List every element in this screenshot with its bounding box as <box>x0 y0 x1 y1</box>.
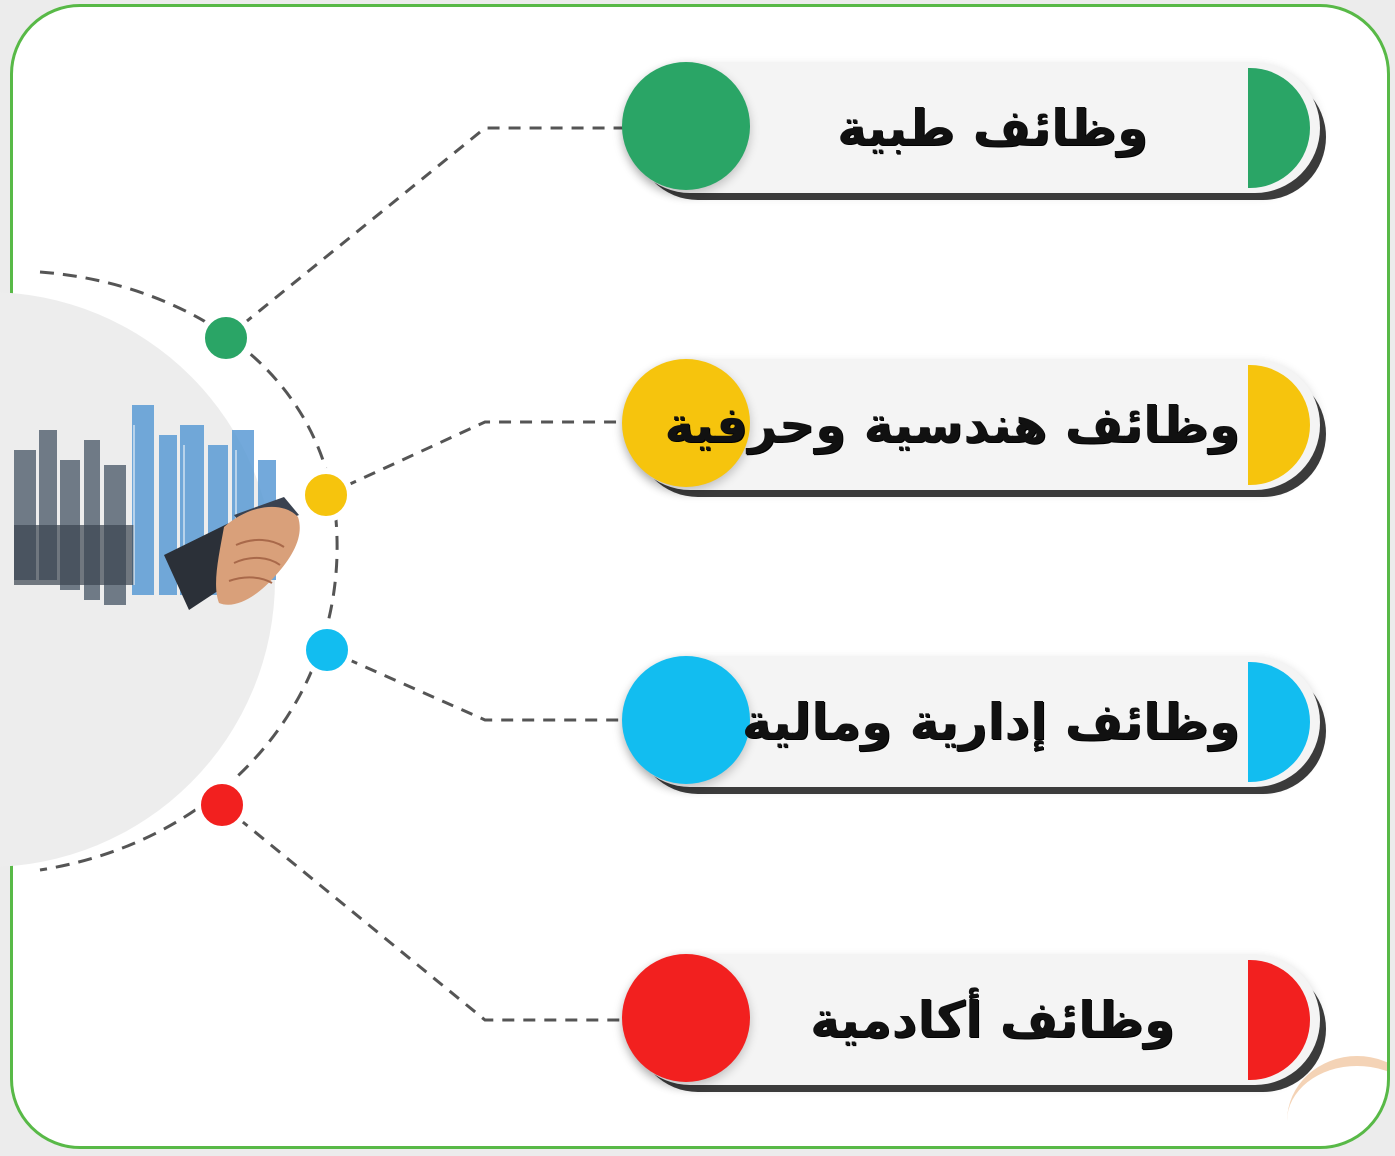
node-dot-4 <box>195 778 249 832</box>
connector-line-2 <box>325 420 625 497</box>
category-card-medical: وظائف طبية <box>622 62 1320 193</box>
category-card-academic: وظائف أكادمية <box>622 954 1320 1085</box>
arc-dashed <box>39 270 339 872</box>
category-label: وظائف هندسية وحرفية <box>664 396 1240 454</box>
color-cap <box>1248 365 1310 485</box>
color-ball <box>622 656 750 784</box>
corner-swoosh-decoration <box>1287 1056 1387 1146</box>
category-label: وظائف أكادمية <box>809 991 1175 1049</box>
node-dot-3 <box>300 623 354 677</box>
node-dot-2 <box>299 468 353 522</box>
connector-line-4 <box>221 803 625 1022</box>
color-cap <box>1248 68 1310 188</box>
node-dot-1 <box>199 311 253 365</box>
category-label: وظائف طبية <box>837 99 1148 157</box>
handshake-city-image <box>14 405 300 610</box>
color-ball <box>622 62 750 190</box>
category-card-administrative: وظائف إدارية ومالية <box>622 656 1320 787</box>
color-cap <box>1248 960 1310 1080</box>
connector-line-1 <box>225 126 625 340</box>
connector-line-3 <box>326 648 625 722</box>
color-ball <box>622 954 750 1082</box>
color-ball <box>622 359 750 487</box>
color-cap <box>1248 662 1310 782</box>
category-label: وظائف إدارية ومالية <box>741 693 1240 751</box>
category-card-engineering: وظائف هندسية وحرفية <box>622 359 1320 490</box>
